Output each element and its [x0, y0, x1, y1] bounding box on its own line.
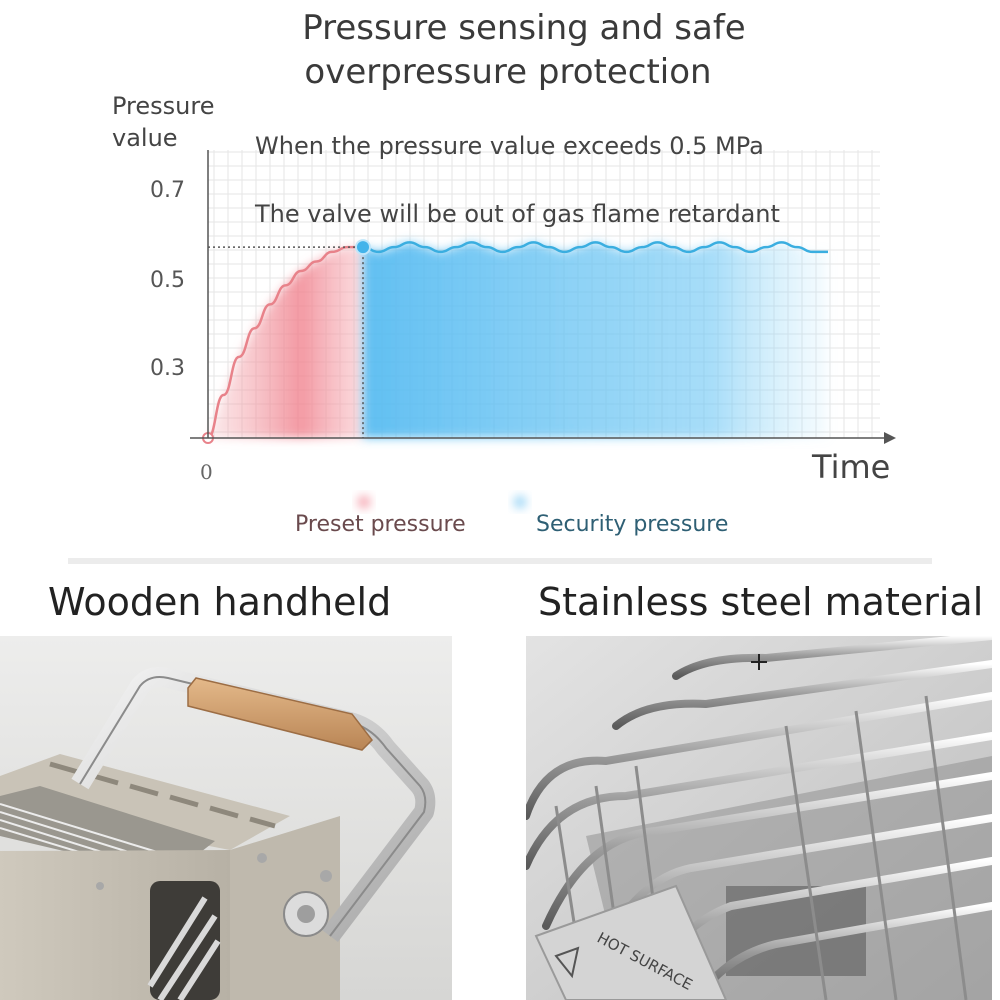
security-pressure-line: [362, 241, 828, 254]
chart-areas: [208, 242, 828, 508]
chart-lines: [202, 239, 828, 444]
legend-preset-dot: [358, 496, 370, 508]
caption-wooden-handheld: Wooden handheld: [48, 580, 392, 624]
x-axis-label: Time: [812, 448, 891, 486]
section-divider: [68, 558, 932, 564]
warning-triangle-icon: [554, 946, 580, 979]
y-axis-label: Pressure value: [112, 90, 214, 154]
stove-handle-illustration: [0, 636, 452, 1000]
caption-stainless-steel: Stainless steel material: [538, 580, 984, 624]
preset-pressure-line: [207, 245, 363, 440]
y-tick-0.3: 0.3: [150, 356, 185, 381]
origin-label: 0: [200, 460, 213, 484]
legend-security-label: Security pressure: [536, 512, 729, 537]
y-tick-0.7: 0.7: [150, 178, 185, 203]
threshold-point: [355, 239, 371, 256]
x-axis-arrow-icon: [884, 432, 896, 444]
pressure-chart: [190, 150, 896, 508]
chart-title-line1: Pressure sensing and safe: [302, 8, 746, 48]
y-tick-0.5: 0.5: [150, 268, 185, 293]
cursor-crosshair-icon: [751, 654, 767, 670]
annotation-threshold: When the pressure value exceeds 0.5 MPa: [255, 132, 764, 160]
annotation-valve: The valve will be out of gas flame retar…: [255, 200, 780, 228]
legend-preset: Preset pressure: [295, 512, 466, 537]
photo-stainless-steel: HOT SURFACE: [526, 636, 992, 1000]
security-pressure-area: [363, 242, 828, 438]
steel-grill-illustration: HOT SURFACE: [526, 636, 992, 1000]
legend-security-dot: [514, 496, 526, 508]
chart-axes: [190, 150, 896, 444]
photo-wooden-handle: [0, 636, 452, 1000]
chart-title-line2: overpressure protection: [304, 52, 712, 92]
y-axis-label-line2: value: [112, 124, 178, 152]
preset-pressure-area: [208, 247, 363, 438]
legend-security: Security pressure: [536, 512, 728, 537]
y-axis-label-line1: Pressure: [112, 92, 215, 120]
legend-preset-label: Preset pressure: [295, 512, 466, 537]
